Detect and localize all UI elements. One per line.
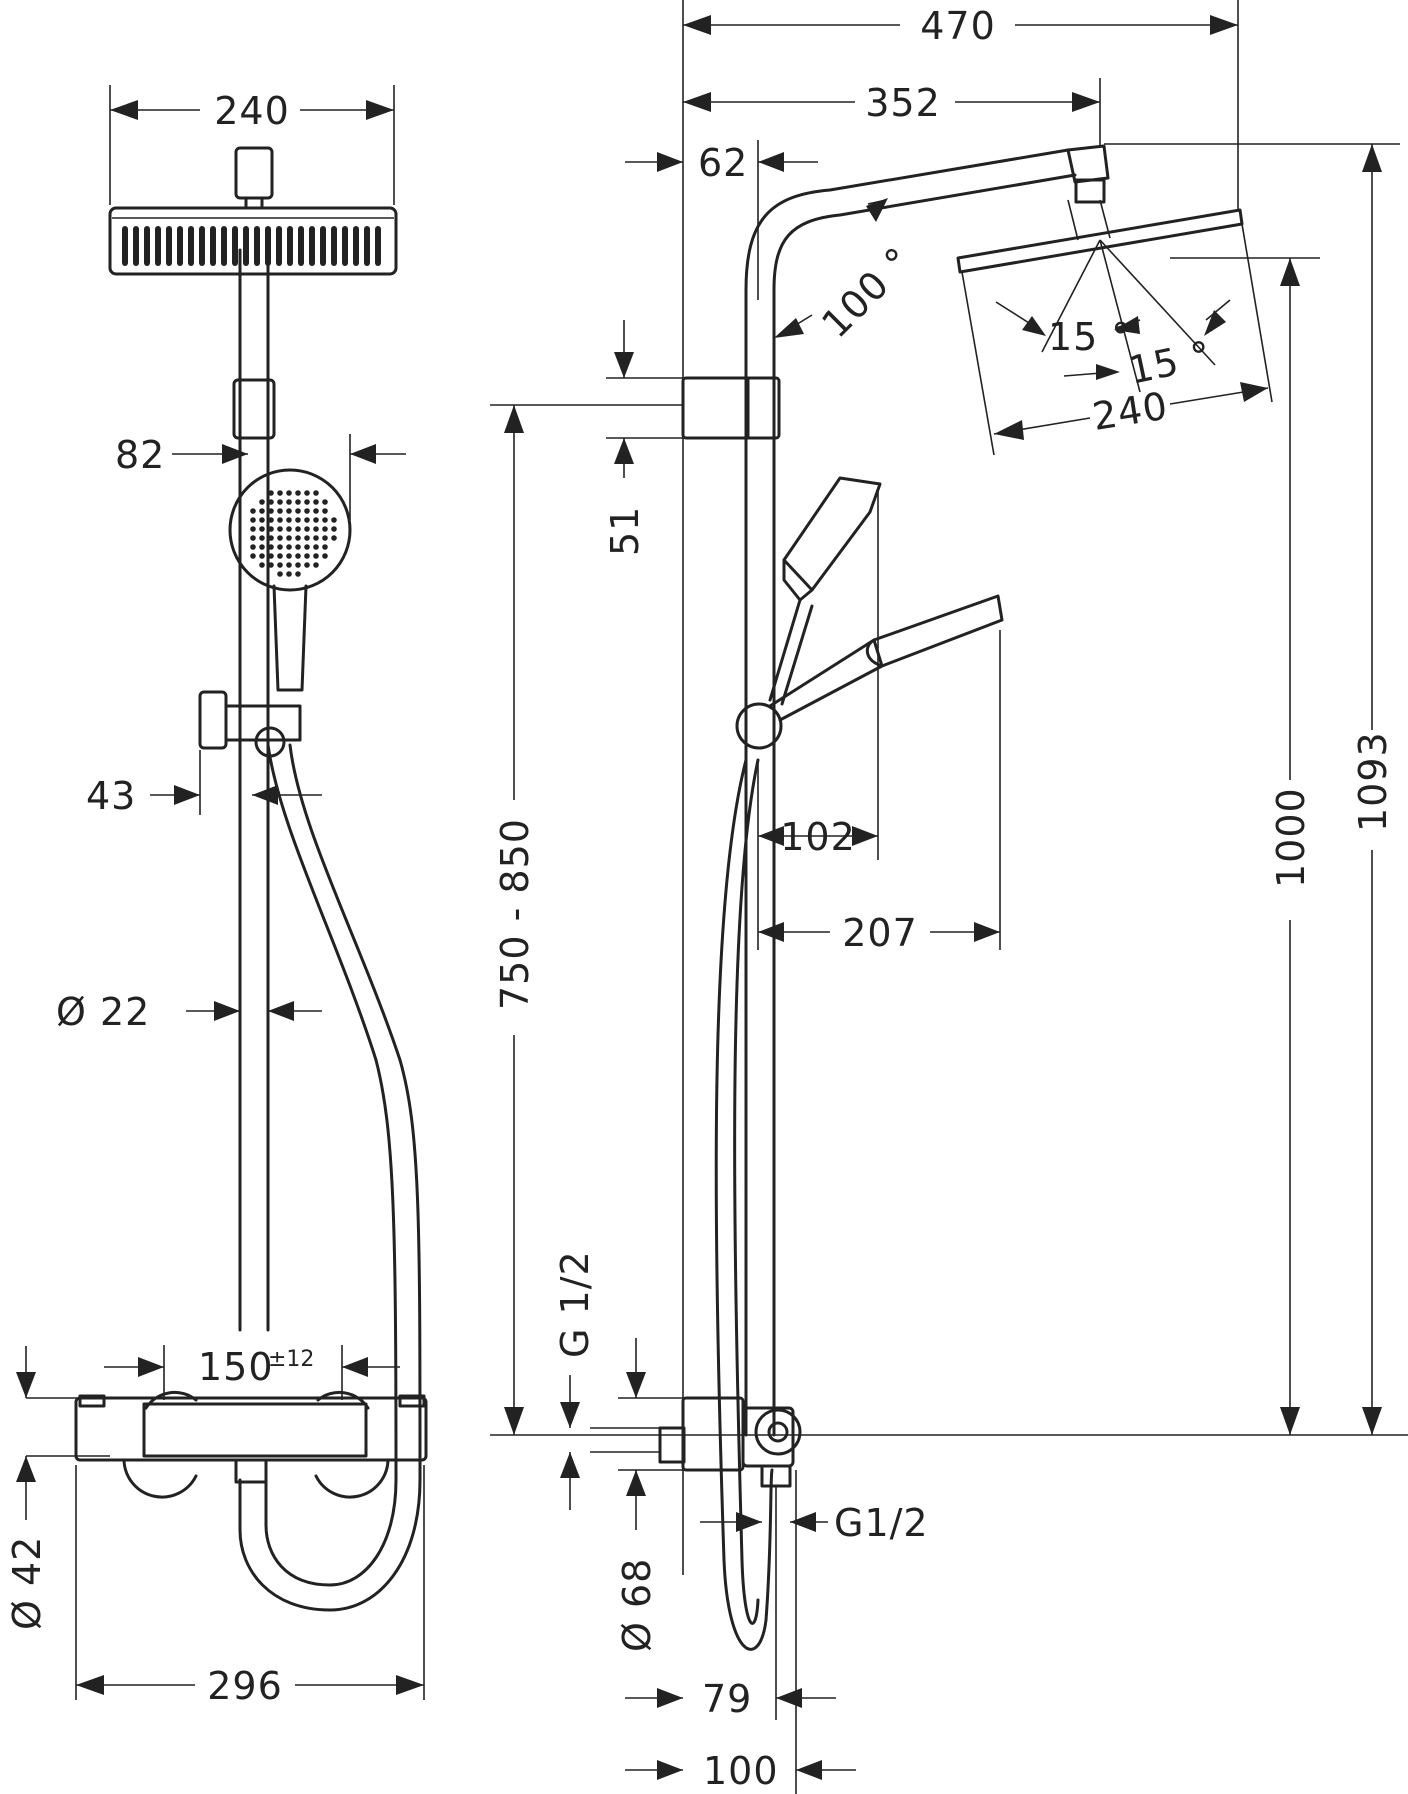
front-head-body — [108, 206, 398, 276]
dim-side-tilt-a: 15 ° — [1048, 315, 1131, 359]
dim-front-thermo-diameter: Ø 42 — [5, 1536, 49, 1630]
side-holder-ball — [735, 702, 783, 750]
front-hose-outer — [238, 743, 422, 1612]
front-thermostat-outlet — [234, 1458, 268, 1484]
side-rail-front-edge — [744, 148, 1070, 1437]
dim-side-outlet-thread: G1/2 — [834, 1501, 929, 1545]
side-ball-joint — [1074, 178, 1106, 204]
front-head-connector — [234, 146, 274, 200]
front-hand-shower-nozzles — [250, 490, 337, 577]
side-thermo-outlet — [760, 1464, 792, 1488]
dim-front-thermo-tolerance: ±12 — [268, 1347, 314, 1372]
front-holder-slider — [198, 690, 302, 758]
dim-side-height-rail: 1000 — [1269, 787, 1313, 888]
front-hand-shower-handle — [272, 584, 308, 692]
front-thermostat-body — [74, 1396, 428, 1462]
dim-side-thermo-diameter: Ø 68 — [615, 1558, 659, 1652]
dim-front-thermo-width: 296 — [207, 1664, 283, 1708]
dim-front-thermo-spacing: 150 — [198, 1345, 274, 1389]
dim-side-handshower-102: 102 — [780, 815, 856, 859]
side-thermo-knob — [754, 1408, 802, 1456]
dim-front-holder-43: 43 — [86, 774, 136, 818]
side-hand-shower-upper — [768, 476, 882, 706]
dim-side-total-width: 470 — [920, 4, 996, 48]
side-thermo-wall-plate — [681, 1396, 745, 1472]
dim-side-handshower-207: 207 — [842, 911, 918, 955]
dim-side-height-total: 1093 — [1351, 731, 1395, 832]
front-thermostat-center — [142, 1402, 368, 1458]
front-overhead-shower — [108, 206, 398, 276]
dim-front-head-width: 240 — [214, 89, 290, 133]
dim-side-thermo-depth: 79 — [702, 1677, 752, 1721]
front-dimensions: 240 82 43 Ø 22 150 ±12 — [5, 85, 425, 1708]
side-thermo-inlet — [658, 1426, 686, 1464]
dim-side-wall-offset: 62 — [698, 141, 748, 185]
dim-side-inlet-thread: G 1/2 — [553, 1250, 597, 1358]
side-hose-inner — [733, 758, 760, 1625]
front-view — [74, 146, 428, 1612]
front-hand-shower — [228, 468, 352, 692]
side-rail-bracket — [681, 376, 781, 440]
dim-side-head-width: 240 — [1090, 384, 1171, 439]
dim-side-adjust-range: 750 - 850 — [493, 818, 537, 1010]
front-hose-inner — [264, 743, 398, 1587]
side-rail-back-edge — [772, 173, 1077, 1437]
front-rail-bracket — [232, 378, 276, 440]
dim-side-bracket-height: 51 — [603, 506, 647, 556]
side-arm-joint — [1066, 144, 1110, 184]
side-dimensions: 470 352 62 100 ° 15 ° 15 ° — [490, 0, 1408, 1794]
dim-side-thermo-total: 100 — [703, 1749, 779, 1793]
side-hand-shower-lower — [768, 594, 1004, 722]
dim-side-arm-reach: 352 — [865, 81, 941, 125]
side-hose-outer — [714, 758, 774, 1651]
dim-front-handshower-82: 82 — [115, 433, 165, 477]
side-thermostat — [658, 1396, 802, 1488]
front-head-nozzles — [122, 226, 381, 266]
dim-side-tilt-b: 15 ° — [1125, 332, 1216, 392]
side-overhead-shower — [956, 199, 1244, 274]
dim-front-rail-diameter: Ø 22 — [56, 990, 150, 1034]
front-hand-shower-face — [228, 468, 352, 592]
side-view — [658, 0, 1244, 1651]
front-thermostat — [74, 1390, 428, 1499]
dim-side-arm-angle: 100 ° — [813, 238, 921, 346]
